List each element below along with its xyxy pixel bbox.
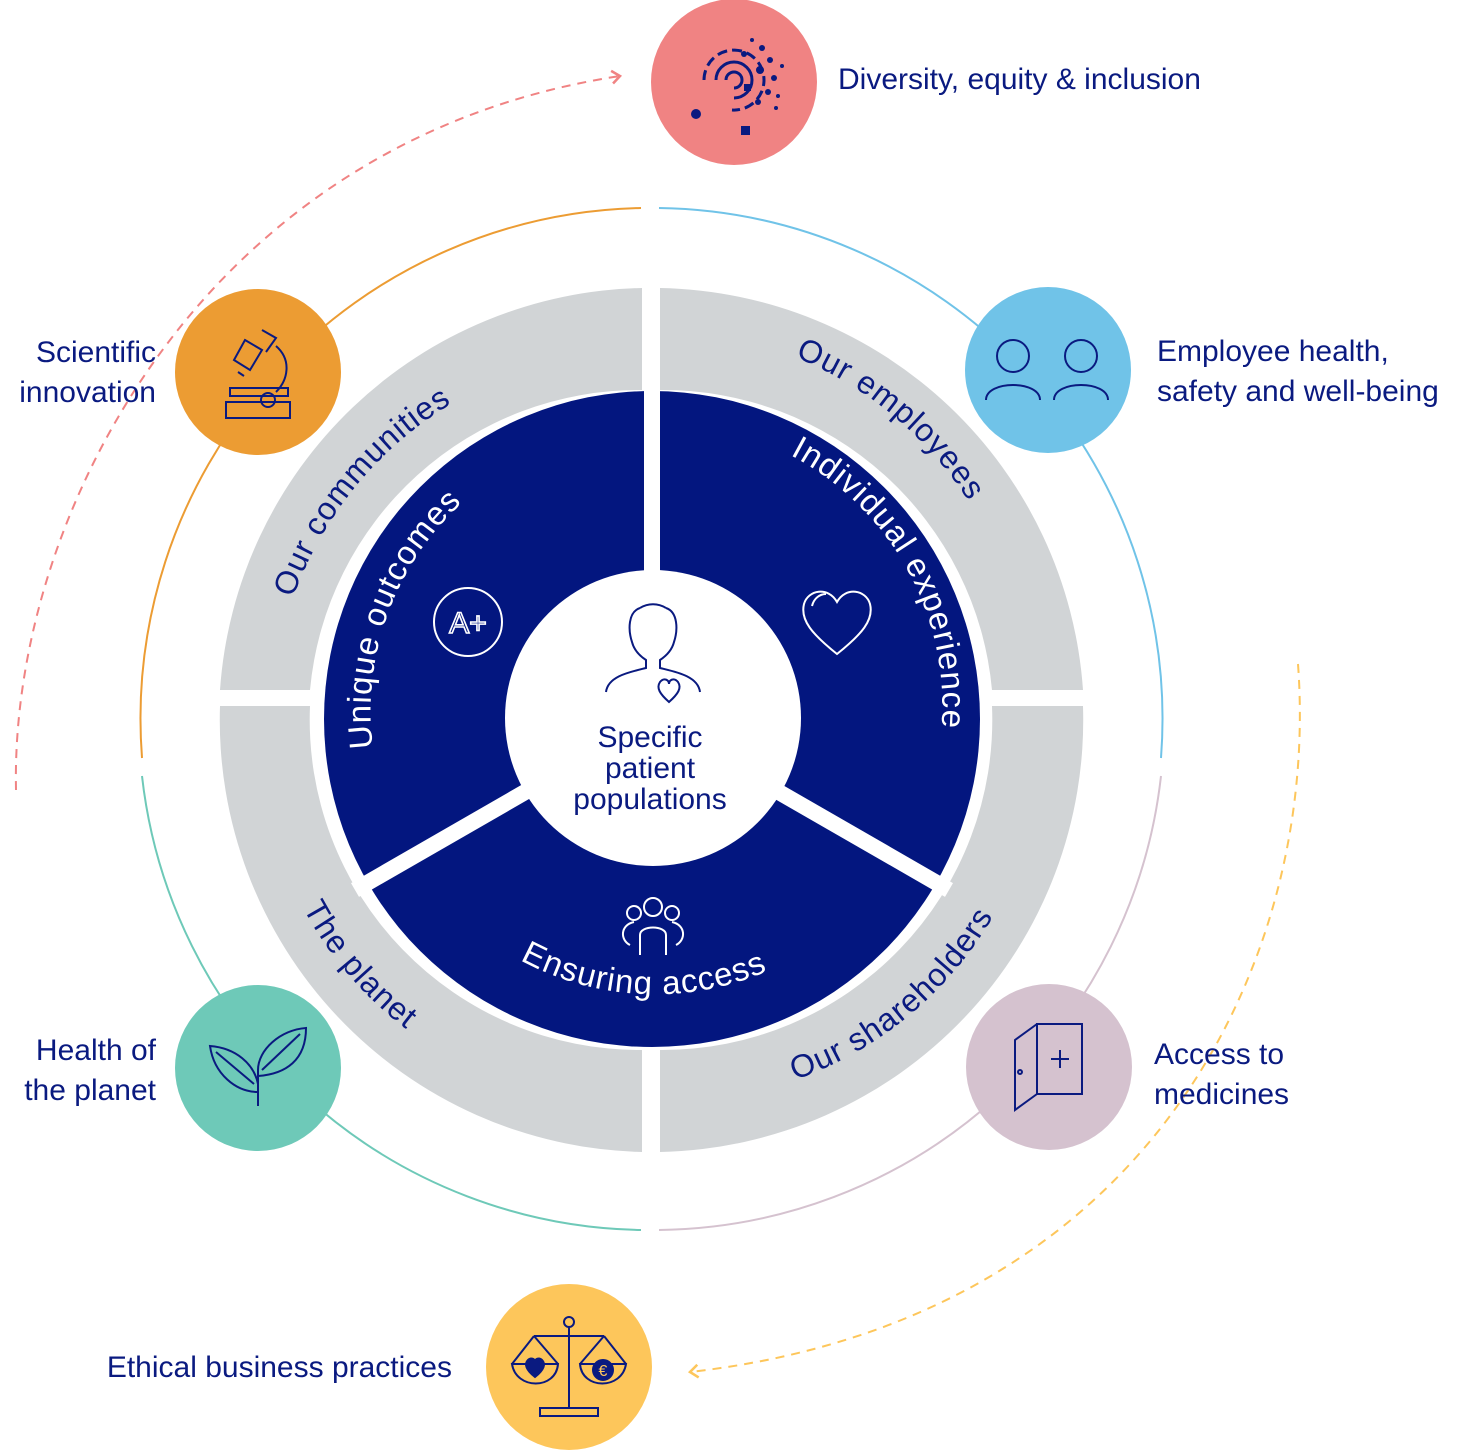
- label-employee-line-1: Employee health,: [1157, 335, 1389, 368]
- heart-icon: [802, 590, 872, 656]
- label-access-line-2: medicines: [1154, 1078, 1290, 1111]
- label-dei: Diversity, equity & inclusion: [838, 60, 1201, 100]
- dashed-arrow-coral: [14, 69, 623, 791]
- label-employee-line-2: safety and well-being: [1157, 375, 1439, 408]
- label-science-line-1: Scientific: [35, 336, 156, 369]
- label-dei-line-1: Diversity, equity & inclusion: [838, 63, 1201, 96]
- segment-our-employees: [660, 288, 1083, 690]
- hub-planet: [175, 985, 341, 1151]
- segment-our-communities: [220, 288, 642, 690]
- svg-text:A+: A+: [449, 607, 487, 640]
- label-planet-line-1: Health of: [35, 1034, 156, 1067]
- scales-heart-euro-icon: €: [510, 1316, 628, 1417]
- hub-access: [966, 984, 1132, 1150]
- hub-science: [175, 289, 341, 455]
- dashed-arrow-yellow: [687, 663, 1301, 1379]
- svg-text:€: €: [599, 1363, 608, 1380]
- center-line-2: patient: [604, 752, 696, 785]
- center-disc: [505, 570, 801, 866]
- leaves-icon: [208, 1026, 308, 1106]
- two-people-icon: [985, 339, 1109, 401]
- label-access-line-1: Access to: [1154, 1038, 1285, 1071]
- people-group-icon: [622, 897, 684, 955]
- center-line-1: Specific: [597, 721, 703, 754]
- dots-swirl-icon: [691, 38, 784, 135]
- person-heart-icon: [605, 603, 701, 704]
- label-ethics-line-1: Ethical business practices: [106, 1351, 452, 1384]
- microscope-icon: [225, 329, 291, 419]
- inner-wheel: [324, 385, 980, 1047]
- label-access: Access to medicines: [1154, 1035, 1289, 1115]
- door-plus-icon: [1014, 1023, 1083, 1112]
- hub-employee: [965, 287, 1131, 453]
- label-planet-line-2: the planet: [24, 1074, 156, 1107]
- segment-the-planet: [219, 706, 642, 1152]
- outer-segments: [219, 288, 1084, 1152]
- label-science: Scientific innovation: [0, 333, 156, 413]
- label-ethics: Ethical business practices: [40, 1348, 452, 1388]
- hub-ethics: €: [486, 1284, 652, 1450]
- a-plus-badge-icon: A+: [433, 587, 503, 657]
- hub-dei: [651, 0, 817, 165]
- center-line-3: populations: [573, 783, 727, 816]
- label-science-line-2: innovation: [19, 376, 156, 409]
- segment-our-shareholders: [660, 706, 1084, 1152]
- label-planet: Health of the planet: [0, 1031, 156, 1111]
- center-label: Specific patient populations: [540, 722, 760, 815]
- label-employee: Employee health, safety and well-being: [1157, 332, 1439, 412]
